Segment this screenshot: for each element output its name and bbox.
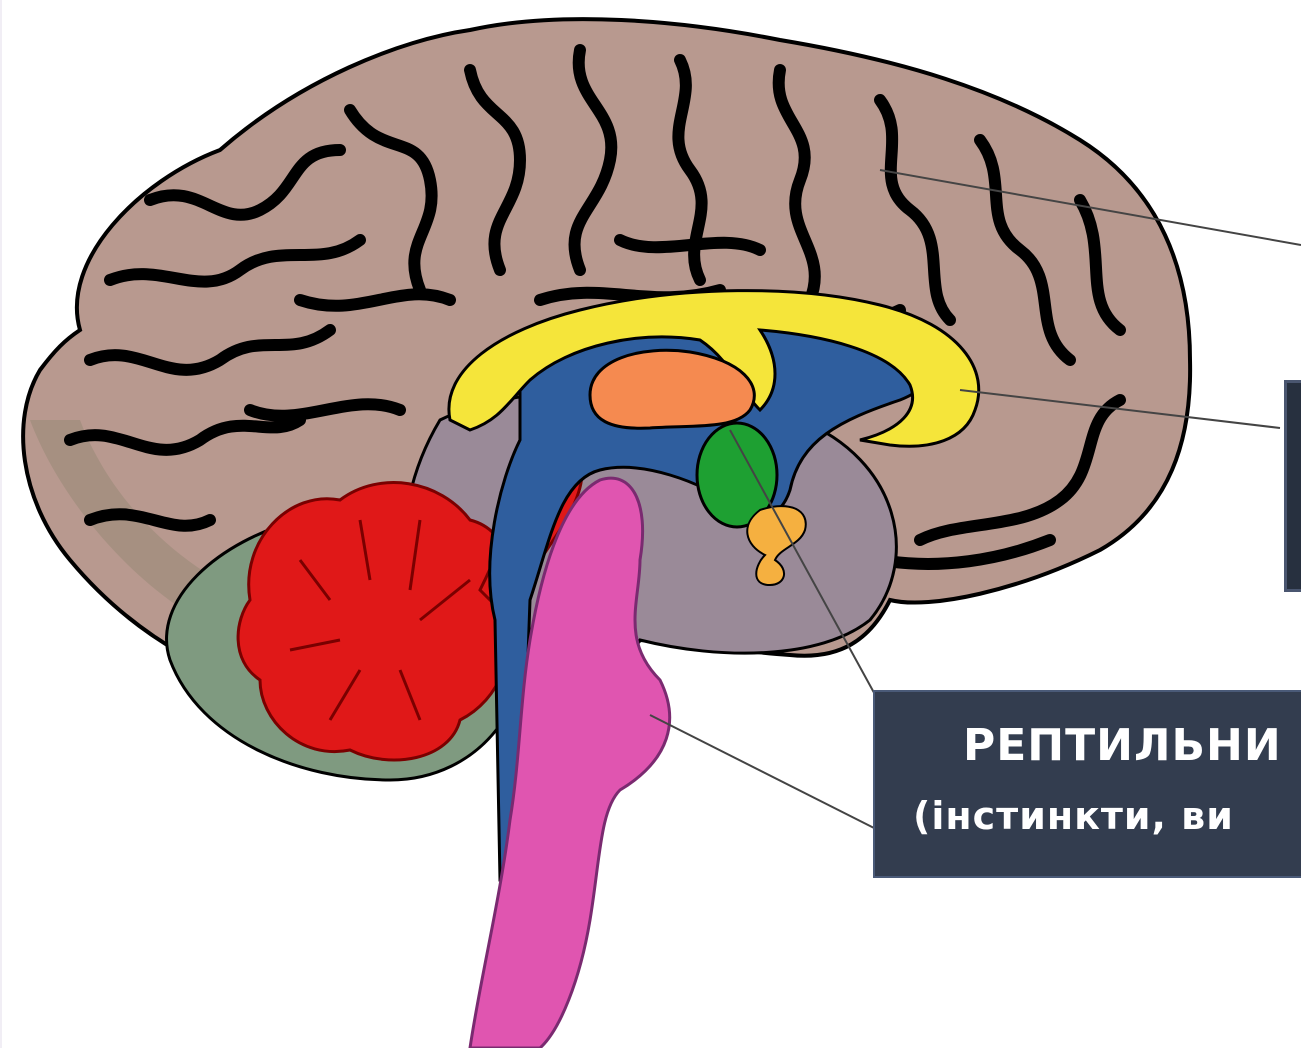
leader-line-brainstem — [650, 715, 878, 830]
label-box-limbic-cropped — [1284, 380, 1301, 592]
label-box-reptilian: РЕПТИЛЬНИ (інстинкти, ви — [873, 690, 1301, 878]
reptilian-label-title: РЕПТИЛЬНИ — [963, 720, 1282, 771]
reptilian-label-subtitle: (інстинкти, ви — [913, 794, 1234, 838]
